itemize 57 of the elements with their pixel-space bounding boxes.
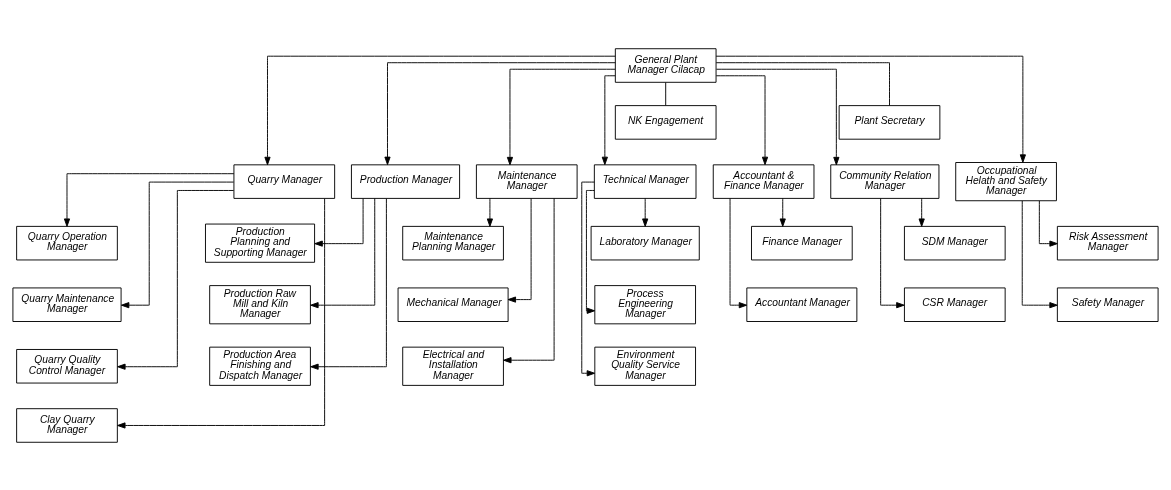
node-box: Finance Manager [751, 225, 853, 260]
arrow [486, 197, 493, 227]
connector [715, 61, 890, 106]
node-box: Occupational Helath and Safety Manager [955, 161, 1057, 201]
arrow [264, 55, 616, 165]
arrow [117, 197, 326, 429]
arrow [585, 189, 596, 314]
arrow [601, 74, 616, 165]
node-box: Production Raw Mill and Kiln Manager [209, 284, 311, 324]
node-box: Maintenance Manager [475, 163, 578, 199]
node-box: Electrical and Installation Manager [402, 346, 504, 386]
node-box: SDM Manager [903, 225, 1006, 260]
node-box: Quarry Manager [233, 163, 336, 199]
node-box: Quarry Operation Manager [16, 225, 118, 260]
connector [665, 81, 667, 106]
node-box: Clay Quarry Manager [16, 407, 118, 443]
node-box: NK Engagement [614, 104, 717, 140]
arrow [507, 197, 532, 303]
node-box: Mechanical Manager [397, 286, 509, 322]
node-box: Production Area Finishing and Dispatch Manager [209, 346, 311, 386]
node-box: Technical Manager [593, 163, 697, 199]
node-box: Plant Secretary [838, 104, 941, 140]
arrow [1038, 199, 1058, 247]
arrow [63, 172, 235, 227]
arrow [729, 197, 748, 308]
node-box: Environment Quality Service Manager [594, 346, 696, 386]
arrow [120, 181, 235, 308]
node-box: Production Manager [350, 163, 461, 199]
arrow [503, 197, 555, 363]
node-box: Accountant & Finance Manager [712, 163, 815, 199]
arrow [715, 68, 840, 165]
arrow [1021, 199, 1058, 308]
arrow [880, 197, 905, 308]
node-box: Risk Assessment Manager [1056, 225, 1159, 260]
node-box: Quarry Maintenance Manager [12, 286, 122, 322]
node-box: Community Relation Manager [830, 163, 940, 199]
node-box: Accountant Manager [746, 286, 858, 322]
arrow [715, 55, 1026, 163]
arrow [310, 197, 376, 308]
arrow [715, 74, 769, 165]
node-box: Process Engineering Manager [594, 284, 696, 324]
arrow [384, 61, 616, 165]
node-box: Production Planning and Supporting Manager [205, 223, 316, 263]
node-box: Safety Manager [1056, 286, 1159, 322]
arrow [779, 197, 786, 227]
arrow [918, 197, 925, 227]
arrow [642, 197, 649, 227]
node-box: Laboratory Manager [590, 225, 700, 260]
arrow [581, 181, 596, 376]
arrow [117, 189, 235, 370]
arrow [310, 197, 387, 370]
node-box: General Plant Manager Cilacap [614, 47, 717, 83]
arrow [314, 197, 364, 247]
arrow [506, 68, 616, 165]
node-box: Quarry Quality Control Manager [16, 348, 118, 383]
node-box: CSR Manager [903, 286, 1006, 322]
node-box: Maintenance Planning Manager [402, 225, 504, 260]
